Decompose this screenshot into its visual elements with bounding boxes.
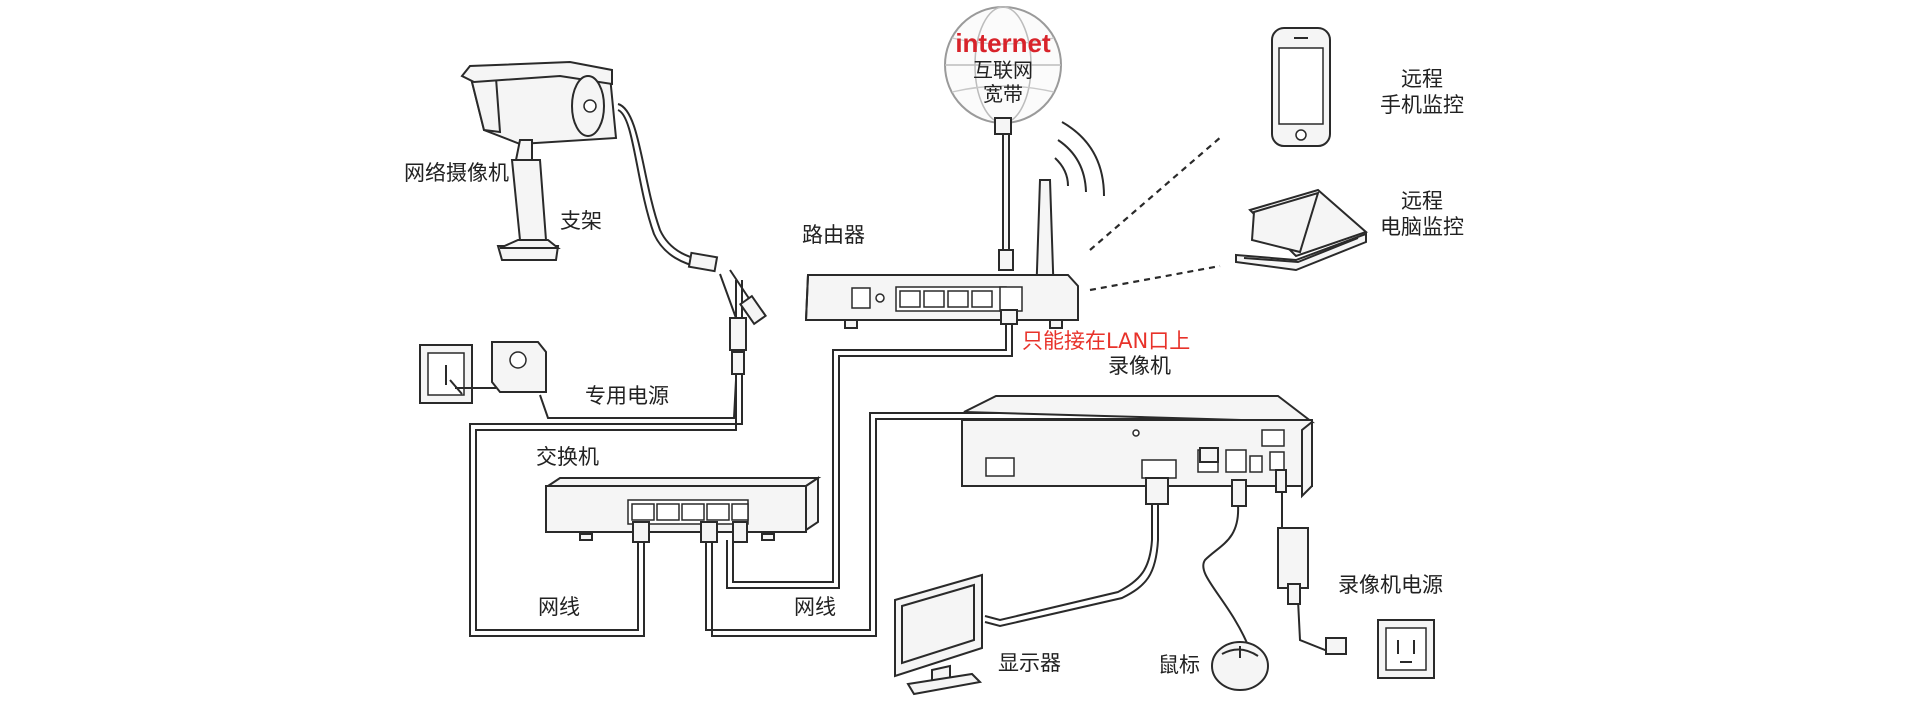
router-icon [804, 179, 1079, 329]
lan-only-note: 只能接在LAN口上 [1022, 329, 1191, 353]
ip-camera-icon [460, 60, 618, 261]
wall-socket-icon [419, 344, 473, 404]
nvr-power-label: 录像机电源 [1338, 573, 1443, 597]
remote-phone-label: 远程 手机监控 [1380, 66, 1464, 119]
internet-uplink-cable [1002, 132, 1010, 250]
laptop-icon [1235, 188, 1368, 272]
wifi-icon [1054, 121, 1105, 197]
mouse-icon [1211, 641, 1269, 691]
globe-icon [944, 6, 1062, 135]
remote-pc-label-line1: 远程 [1401, 189, 1443, 213]
cable-label-middle: 网线 [794, 595, 836, 619]
smartphone-icon [1271, 27, 1331, 147]
cable-label-left: 网线 [538, 595, 580, 619]
dedicated-power-label: 专用电源 [585, 384, 669, 408]
camera-connectors [687, 251, 768, 375]
bracket-label: 支架 [560, 209, 602, 233]
internet-caption: 互联网 宽带 [958, 58, 1048, 106]
internet-logo: internet [955, 28, 1051, 58]
wall-socket-icon [1377, 619, 1435, 679]
ip-camera-label: 网络摄像机 [404, 161, 509, 185]
nvr-icon [961, 395, 1316, 507]
monitor-icon [894, 573, 983, 696]
switch-to-camera-cable [469, 280, 743, 637]
cables [469, 103, 1346, 652]
power-adapter-icon [449, 341, 547, 395]
vga-cable [984, 505, 1159, 628]
mouse-cable [1202, 504, 1251, 651]
internet-caption-line2: 宽带 [983, 82, 1023, 106]
switch-label: 交换机 [536, 445, 599, 469]
remote-phone-label-line1: 远程 [1401, 67, 1443, 91]
internet-caption-line1: 互联网 [973, 58, 1033, 82]
router-to-switch-cable [726, 322, 1013, 589]
remote-pc-label: 远程 电脑监控 [1380, 188, 1464, 241]
camera-tail-cable [617, 103, 751, 351]
remote-phone-label-line2: 手机监控 [1380, 93, 1464, 118]
nvr-label: 录像机 [1108, 354, 1171, 378]
power-adapter-icon [1277, 527, 1347, 655]
switch-icon [544, 476, 822, 543]
remote-links [1089, 135, 1223, 292]
monitor-label: 显示器 [998, 651, 1061, 675]
router-label: 路由器 [802, 223, 865, 247]
dc-power-cable [539, 379, 737, 419]
remote-pc-label-line2: 电脑监控 [1380, 215, 1464, 240]
mouse-label: 鼠标 [1158, 653, 1200, 677]
